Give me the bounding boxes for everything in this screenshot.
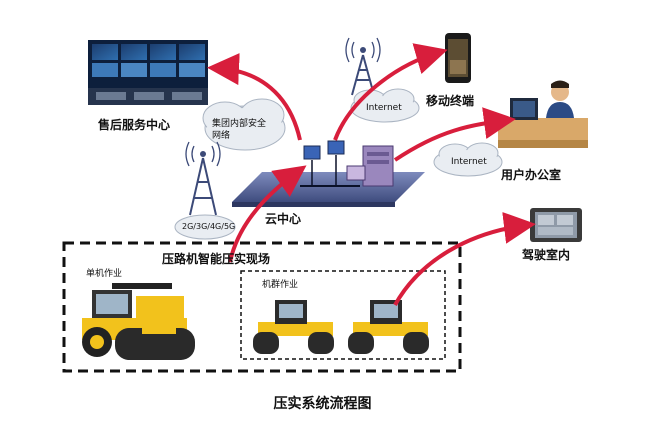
mobile-network-cloud [174, 214, 236, 240]
group-roller-1-image [253, 300, 334, 354]
signal-tower-top [345, 37, 381, 96]
label-group: 机群作业 [262, 280, 299, 290]
label-mobile-network: 2G/3G/4G/5G [182, 222, 236, 231]
arrow-to-user-office [393, 107, 516, 162]
internet-cloud-top [350, 88, 420, 123]
site-dashed-border [62, 241, 462, 373]
cab-display-image [530, 208, 582, 242]
user-office-image [498, 80, 588, 148]
arrow-site-to-cloud [228, 165, 307, 263]
arrow-to-mobile [333, 43, 448, 141]
single-roller-image [82, 283, 195, 360]
mobile-phone-image [445, 33, 471, 83]
label-internet-right: Internet [451, 157, 487, 167]
signal-tower-left [185, 141, 221, 216]
label-cab: 驾驶室内 [522, 248, 571, 262]
label-single: 单机作业 [86, 269, 123, 279]
group-network-cloud [202, 98, 286, 151]
label-cloud-center: 云中心 [265, 212, 302, 226]
group-roller-2-image [348, 300, 429, 354]
label-mobile: 移动终端 [426, 94, 475, 108]
arrow-to-after-sales [207, 53, 302, 141]
group-dashed-border [240, 270, 446, 360]
figure-caption: 压实系统流程图 [273, 396, 372, 412]
label-user-office: 用户办公室 [501, 168, 562, 182]
label-internet-top: Internet [366, 103, 402, 113]
cloud-center-platform [232, 140, 425, 207]
control-room-image [88, 40, 208, 105]
label-group-network: 集团内部安全网络 [212, 119, 267, 141]
internet-cloud-right [433, 142, 503, 177]
label-site-title: 压路机智能压实现场 [162, 252, 271, 266]
arrow-roller-to-cab [393, 212, 536, 306]
label-after-sales: 售后服务中心 [98, 118, 171, 132]
